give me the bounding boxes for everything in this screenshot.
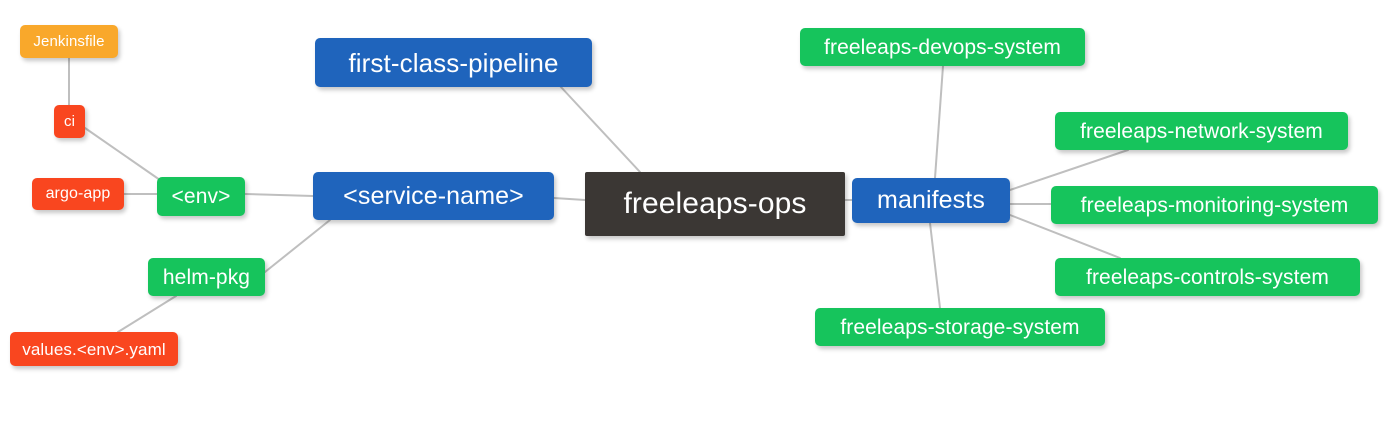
- node-freeleaps-ops[interactable]: freeleaps-ops: [585, 172, 845, 236]
- node-service-name[interactable]: <service-name>: [313, 172, 554, 220]
- node-label: freeleaps-ops: [623, 187, 807, 220]
- edge-manifests-to-freeleaps-network-system: [1009, 149, 1129, 191]
- edge-service-name-to-helm-pkg: [264, 219, 331, 273]
- node-label: freeleaps-devops-system: [824, 35, 1061, 59]
- edge-service-name-to-env: [244, 193, 314, 197]
- node-values-env-yaml[interactable]: values.<env>.yaml: [10, 332, 178, 366]
- node-freeleaps-network-system[interactable]: freeleaps-network-system: [1055, 112, 1348, 150]
- node-jenkinsfile[interactable]: Jenkinsfile: [20, 25, 118, 58]
- node-ci[interactable]: ci: [54, 105, 85, 138]
- node-label: manifests: [877, 186, 985, 214]
- node-label: freeleaps-controls-system: [1086, 265, 1329, 289]
- node-freeleaps-monitoring-system[interactable]: freeleaps-monitoring-system: [1051, 186, 1378, 224]
- edge-manifests-to-freeleaps-storage-system: [929, 222, 941, 309]
- node-manifests[interactable]: manifests: [852, 178, 1010, 223]
- node-label: freeleaps-monitoring-system: [1080, 193, 1349, 217]
- node-label: freeleaps-network-system: [1080, 119, 1323, 143]
- edge-helm-pkg-to-values-env-yaml: [117, 295, 177, 333]
- node-first-class-pipeline[interactable]: first-class-pipeline: [315, 38, 592, 87]
- node-label: freeleaps-storage-system: [840, 315, 1080, 339]
- node-label: <env>: [171, 185, 231, 208]
- node-label: ci: [63, 113, 76, 130]
- edge-manifests-to-freeleaps-devops-system: [934, 65, 944, 179]
- node-freeleaps-devops-system[interactable]: freeleaps-devops-system: [800, 28, 1085, 66]
- node-env[interactable]: <env>: [157, 177, 245, 216]
- edge-first-class-pipeline-to-freeleaps-ops: [559, 85, 641, 173]
- node-label: helm-pkg: [162, 265, 251, 289]
- node-helm-pkg[interactable]: helm-pkg: [148, 258, 265, 296]
- node-label: argo-app: [45, 185, 111, 202]
- node-freeleaps-controls-system[interactable]: freeleaps-controls-system: [1055, 258, 1360, 296]
- node-label: <service-name>: [343, 181, 524, 210]
- edge-env-to-ci: [84, 127, 161, 181]
- edge-freeleaps-ops-to-service-name: [553, 197, 586, 201]
- node-freeleaps-storage-system[interactable]: freeleaps-storage-system: [815, 308, 1105, 346]
- node-argo-app[interactable]: argo-app: [32, 178, 124, 210]
- node-label: values.<env>.yaml: [22, 339, 166, 359]
- node-label: first-class-pipeline: [348, 47, 559, 78]
- node-label: Jenkinsfile: [33, 33, 105, 50]
